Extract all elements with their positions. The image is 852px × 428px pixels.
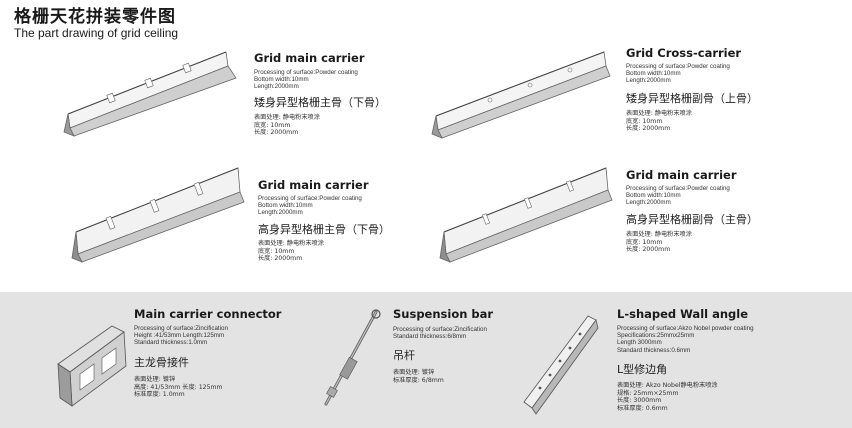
l-shaped-wall-angle-illustration (523, 315, 599, 415)
accessory-title: Main carrier connector (134, 307, 282, 321)
accessories-panel (0, 292, 852, 428)
product-title: Grid main carrier (254, 51, 365, 65)
accessory-spec-en: Processing of surface:Akzo Nobel powder … (617, 325, 754, 354)
page-title-cn: 格栅天花拼装零件图 (14, 7, 176, 27)
product-title: Grid main carrier (258, 178, 369, 192)
suspension-bar-illustration (324, 309, 381, 406)
page-title-en: The part drawing of grid ceiling (14, 26, 179, 40)
accessory-spec-cn: 表面处理: 镀锌标准厚度: 6/8mm (393, 369, 444, 384)
product-title-cn: 高身异型格栅主骨（下骨） (258, 223, 390, 236)
product-title: Grid Cross-carrier (626, 46, 742, 60)
product-title: Grid main carrier (626, 168, 737, 182)
grid-main-carrier-high-alt-illustration (439, 167, 613, 263)
product-title-cn: 矮身异型格栅主骨（下骨） (254, 96, 386, 109)
accessory-title: L-shaped Wall angle (617, 307, 749, 321)
main-carrier-connector-illustration (57, 325, 127, 407)
accessory-title-cn: 吊杆 (393, 349, 415, 362)
accessory-title-cn: L型修边角 (617, 363, 668, 376)
grid-cross-carrier-illustration (431, 51, 611, 139)
product-title-cn: 矮身异型格栅副骨（上骨） (626, 92, 758, 105)
product-title-cn: 高身异型格栅副骨（主骨） (626, 213, 758, 226)
grid-main-carrier-low-illustration (63, 51, 237, 137)
accessory-title: Suspension bar (393, 307, 494, 321)
grid-main-carrier-high-illustration (71, 167, 245, 263)
accessory-title-cn: 主龙骨接件 (134, 356, 189, 369)
